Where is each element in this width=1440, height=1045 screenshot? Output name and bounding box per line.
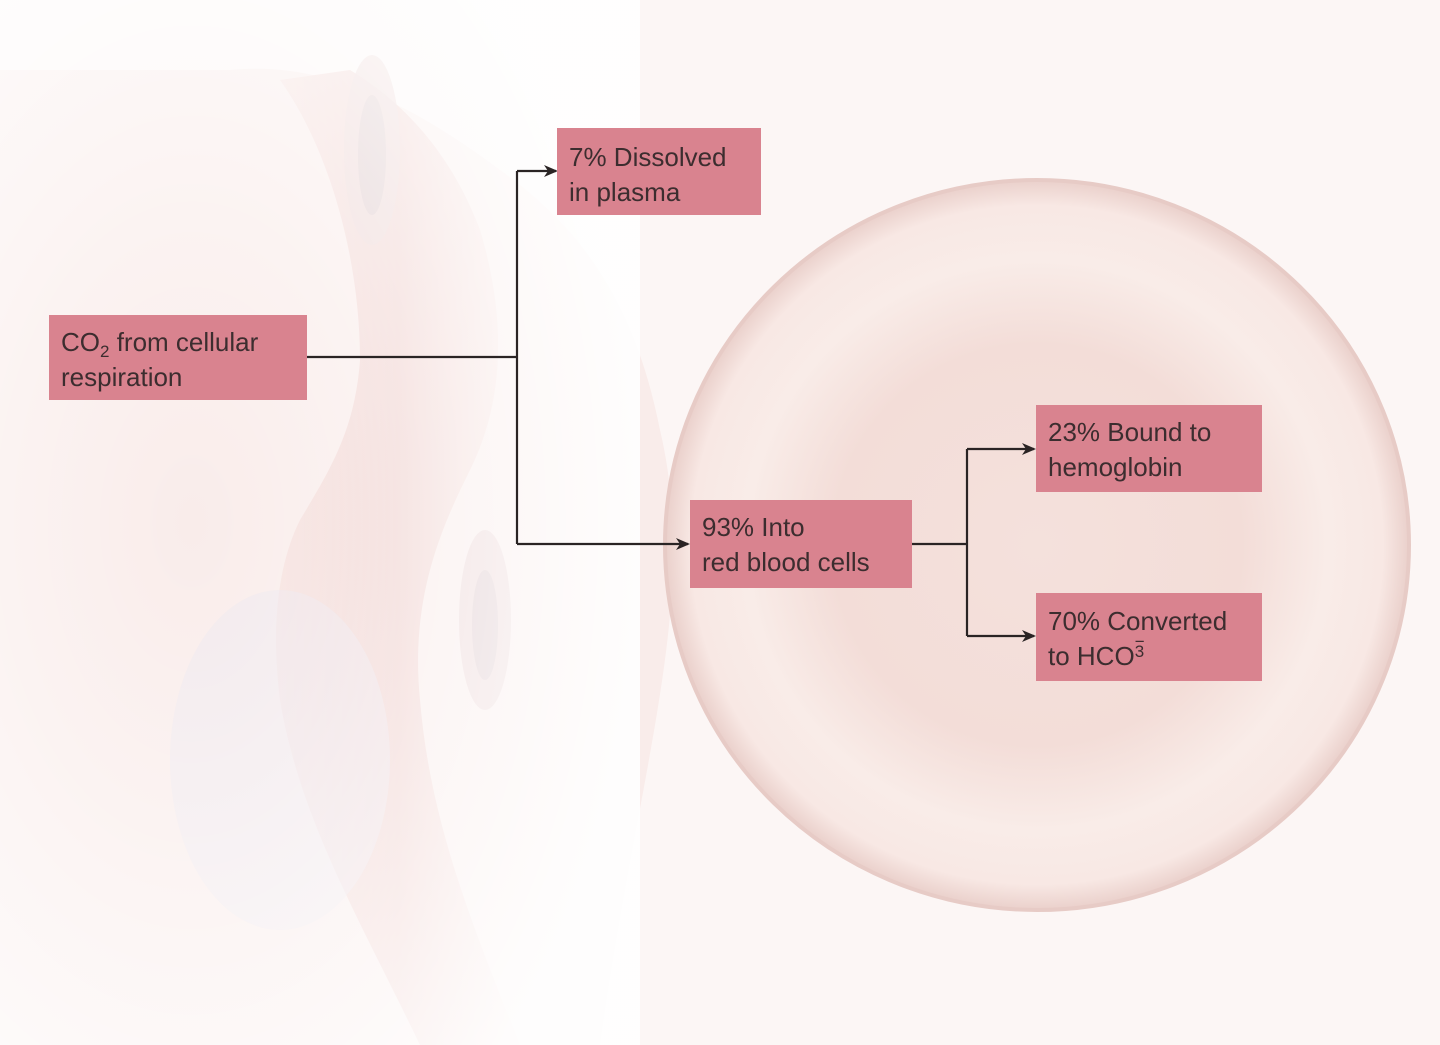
- rbc-box: [690, 500, 912, 588]
- co2-subscript: 2: [100, 342, 110, 361]
- plasma-line1: 7% Dissolved: [569, 142, 727, 172]
- rbc-line1: 93% Into: [702, 512, 805, 542]
- hemoglobin-label: 23% Bound to hemoglobin: [1036, 405, 1262, 492]
- source-line1-text: from cellular: [109, 327, 259, 357]
- hemoglobin-line2: hemoglobin: [1048, 452, 1183, 482]
- hemoglobin-line1: 23% Bound to: [1048, 417, 1212, 447]
- hco3-formula: to HCO: [1048, 641, 1135, 671]
- plasma-label: 7% Dissolved in plasma: [557, 130, 761, 217]
- bicarbonate-line1: 70% Converted: [1048, 606, 1228, 636]
- bicarbonate-line2: to HCO−3: [1048, 633, 1250, 674]
- hco3-superscript: −: [1134, 632, 1145, 651]
- rbc-line2: red blood cells: [702, 547, 870, 577]
- source-label: CO2 from cellular respiration: [49, 315, 307, 400]
- bicarbonate-label: 70% Converted to HCO−3: [1036, 594, 1262, 682]
- hco3-subscript: 3: [1134, 642, 1145, 661]
- hemoglobin-box: [1036, 405, 1262, 492]
- plasma-box: [557, 128, 761, 215]
- source-line2: respiration: [61, 362, 183, 392]
- co2-formula: CO: [61, 327, 100, 357]
- source-line1: CO2 from cellular: [61, 325, 295, 360]
- bicarbonate-box: [1036, 593, 1262, 681]
- rbc-label: 93% Into red blood cells: [690, 500, 912, 588]
- source-box: [49, 315, 307, 400]
- plasma-line2: in plasma: [569, 177, 681, 207]
- red-blood-cell: [665, 180, 1409, 910]
- tissue-fade: [0, 0, 640, 1045]
